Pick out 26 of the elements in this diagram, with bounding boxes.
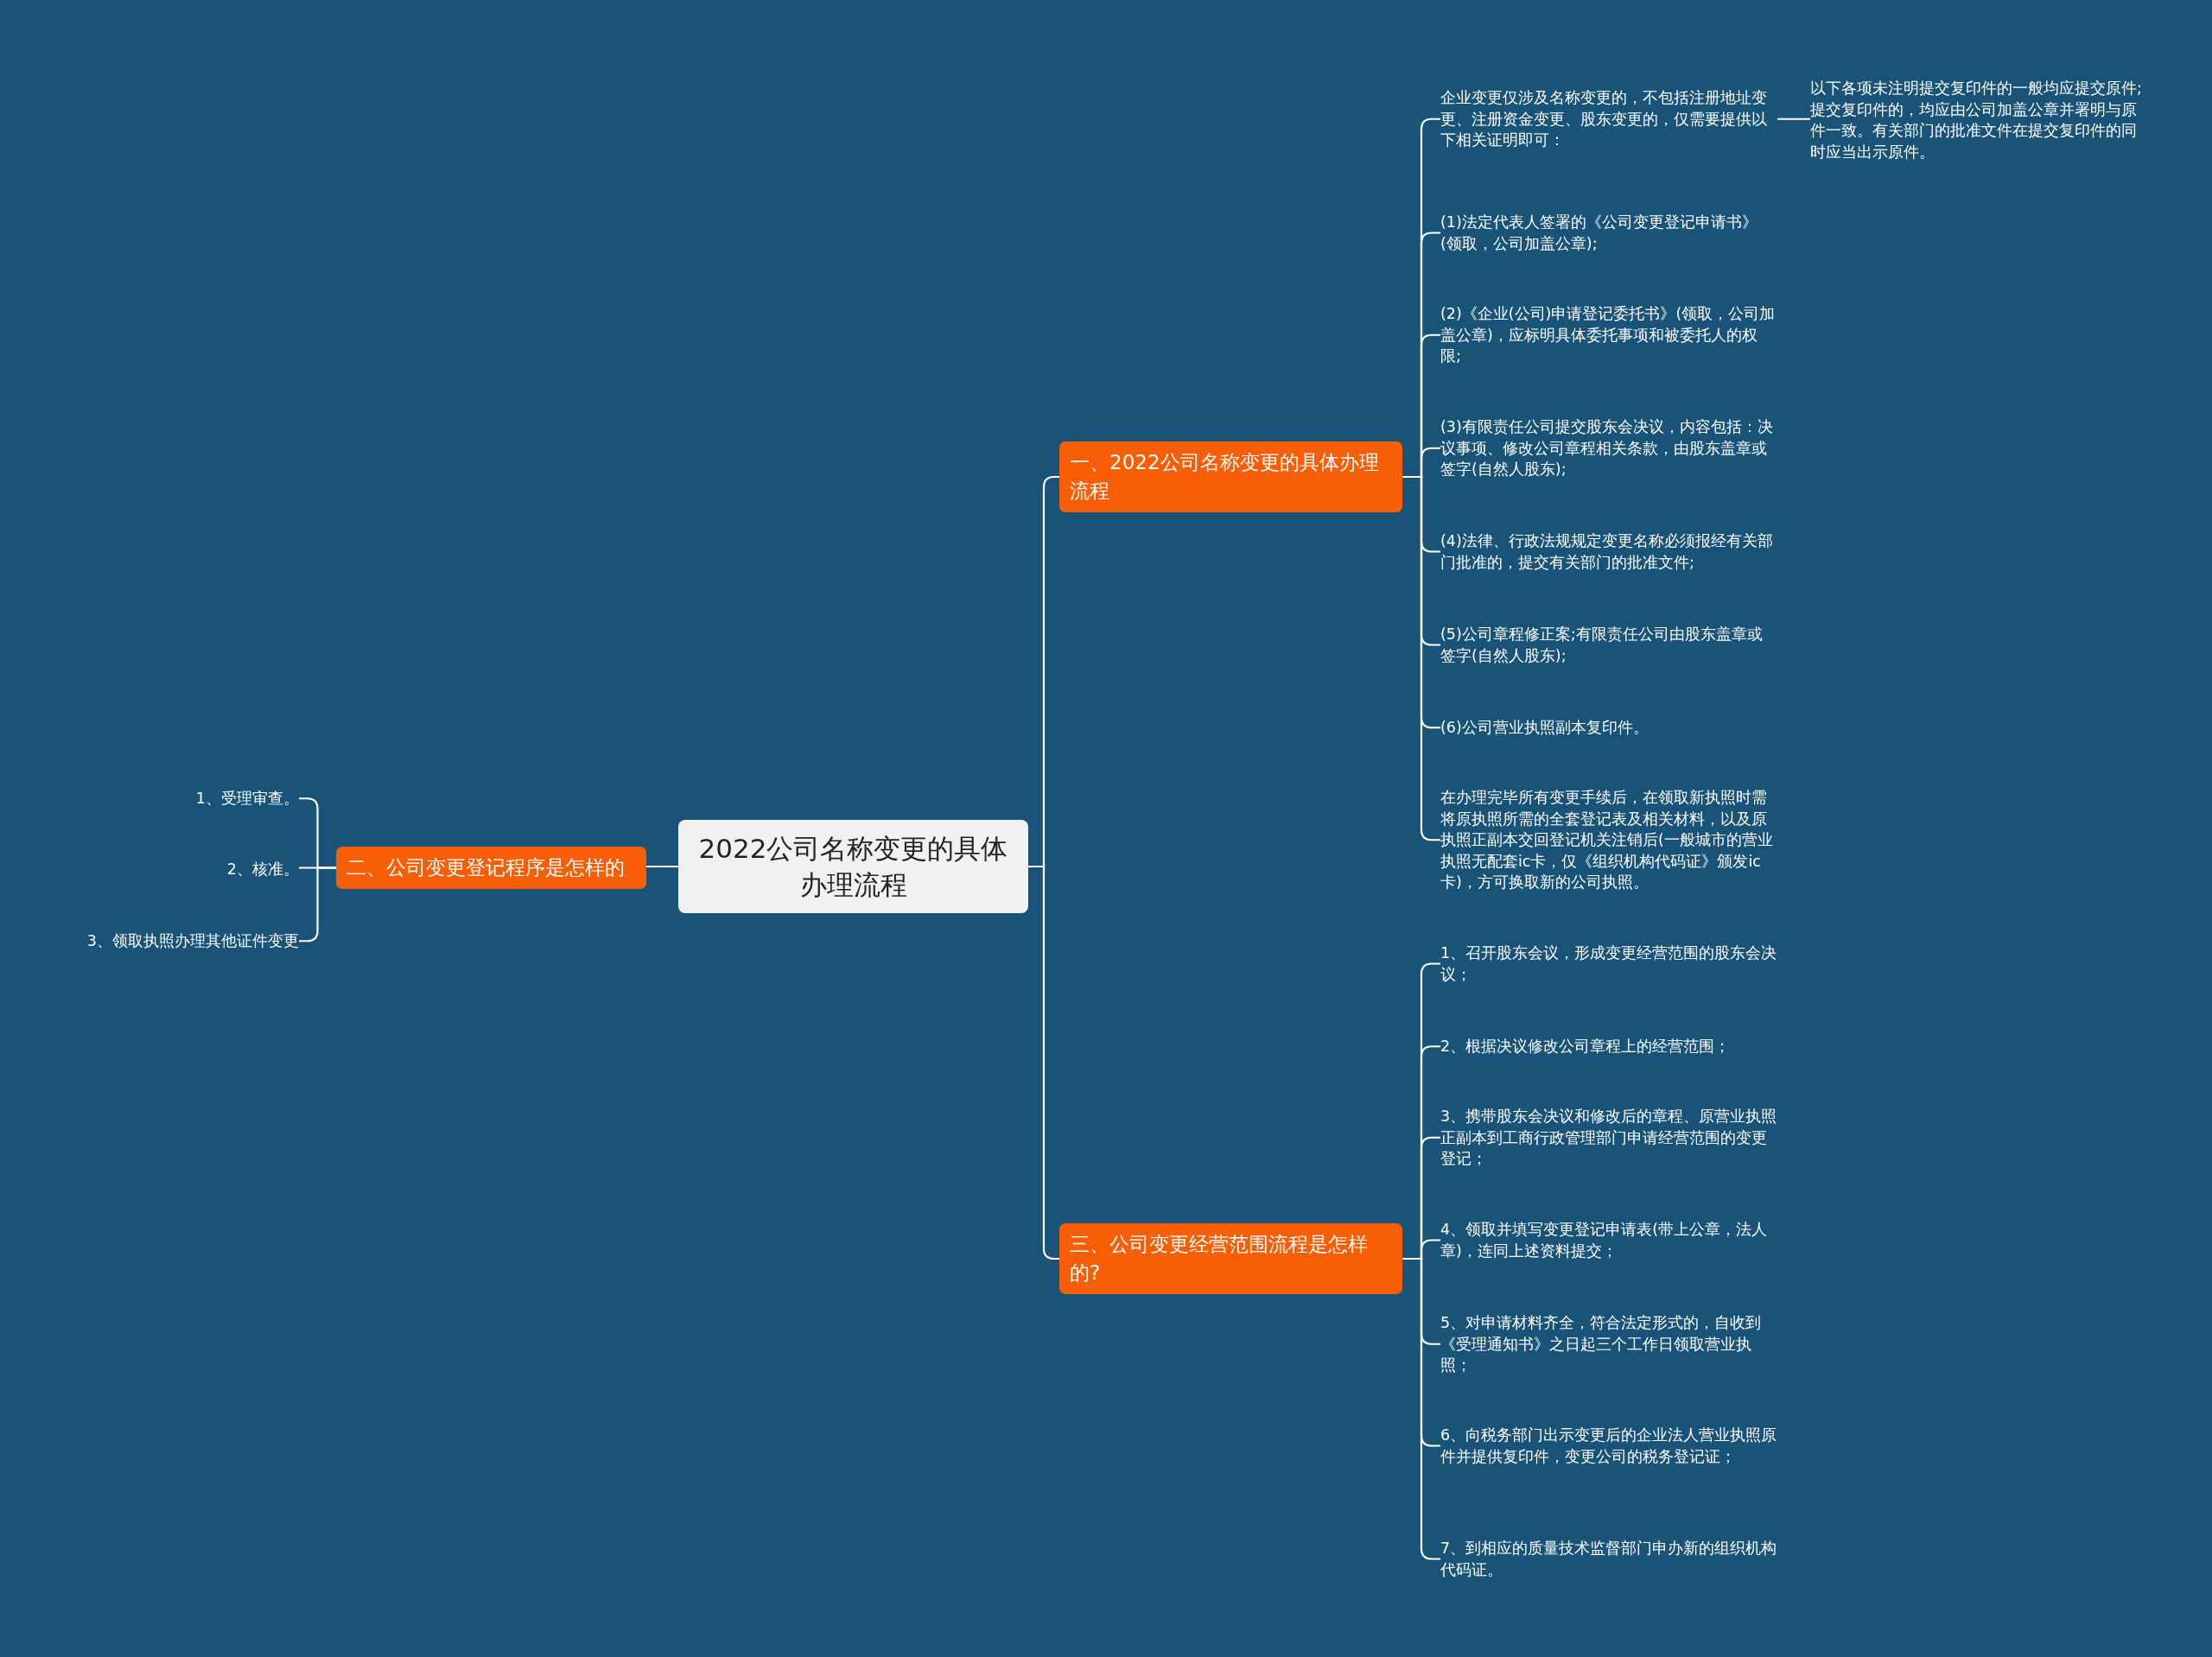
topic-text: 6、向税务部门出示变更后的企业法人营业执照原件并提供复印件，变更公司的税务登记证； [1440,1425,1777,1467]
topic-box: 二、公司变更登记程序是怎样的 [336,847,646,889]
topic-text: 1、受理审查。 [40,788,299,809]
connector-line [1402,475,1440,841]
connector-line [1777,117,1810,120]
topic-text: (6)公司营业执照副本复印件。 [1440,717,1777,739]
topic-text: 以下各项未注明提交复印件的一般均应提交原件;提交复印件的，均应由公司加盖公章并署明与原件一致。有关部门的批准文件在提交复印件的同时应当出示原件。 [1810,78,2147,162]
topic-text: 5、对申请材料齐全，符合法定形式的，自收到《受理通知书》之日起三个工作日领取营业执照； [1440,1312,1777,1376]
topic-text: (5)公司章程修正案;有限责任公司由股东盖章或签字(自然人股东); [1440,624,1777,666]
topic-box: 三、公司变更经营范围流程是怎样的? [1059,1223,1402,1294]
topic-text: (3)有限责任公司提交股东会决议，内容包括：决议事项、修改公司章程相关条款，由股东盖章或签字(自然人股东); [1440,416,1777,480]
topic-text: (4)法律、行政法规规定变更名称必须报经有关部门批准的，提交有关部门的批准文件; [1440,530,1777,573]
topic-text: 3、领取执照办理其他证件变更 [40,930,299,952]
topic-text: 3、携带股东会决议和修改后的章程、原营业执照正副本到工商行政管理部门申请经营范围的变更登记； [1440,1106,1777,1170]
topic-text: (1)法定代表人签署的《公司变更登记申请书》(领取，公司加盖公章); [1440,212,1777,254]
topic-box: 一、2022公司名称变更的具体办理流程 [1059,441,1402,512]
topic-text: 4、领取并填写变更登记申请表(带上公章，法人章)，连同上述资料提交； [1440,1219,1777,1261]
topic-text: (2)《企业(公司)申请登记委托书》(领取，公司加盖公章)，应标明具体委托事项和被委托人的权限; [1440,303,1777,367]
connector-line [646,865,678,868]
central-topic-box: 2022公司名称变更的具体办理流程 [678,820,1028,913]
topic-text: 7、到相应的质量技术监督部门申办新的组织机构代码证。 [1440,1538,1777,1580]
topic-text: 2、根据决议修改公司章程上的经营范围； [1440,1036,1777,1057]
topic-text: 2、核准。 [40,859,299,880]
topic-text: 1、召开股东会议，形成变更经营范围的股东会决议； [1440,943,1777,985]
topic-text: 企业变更仅涉及名称变更的，不包括注册地址变更、注册资金变更、股东变更的，仅需要提供以下相关证明即可： [1440,87,1777,151]
topic-text: 在办理完毕所有变更手续后，在领取新执照时需将原执照所需的全套登记表及相关材料，以及原执照正副本交回登记机关注销后(一般城市的营业执照无配套ic卡，仅《组织机构代码证》颁发ic卡)，方可换取新的公司执照。 [1440,787,1777,893]
